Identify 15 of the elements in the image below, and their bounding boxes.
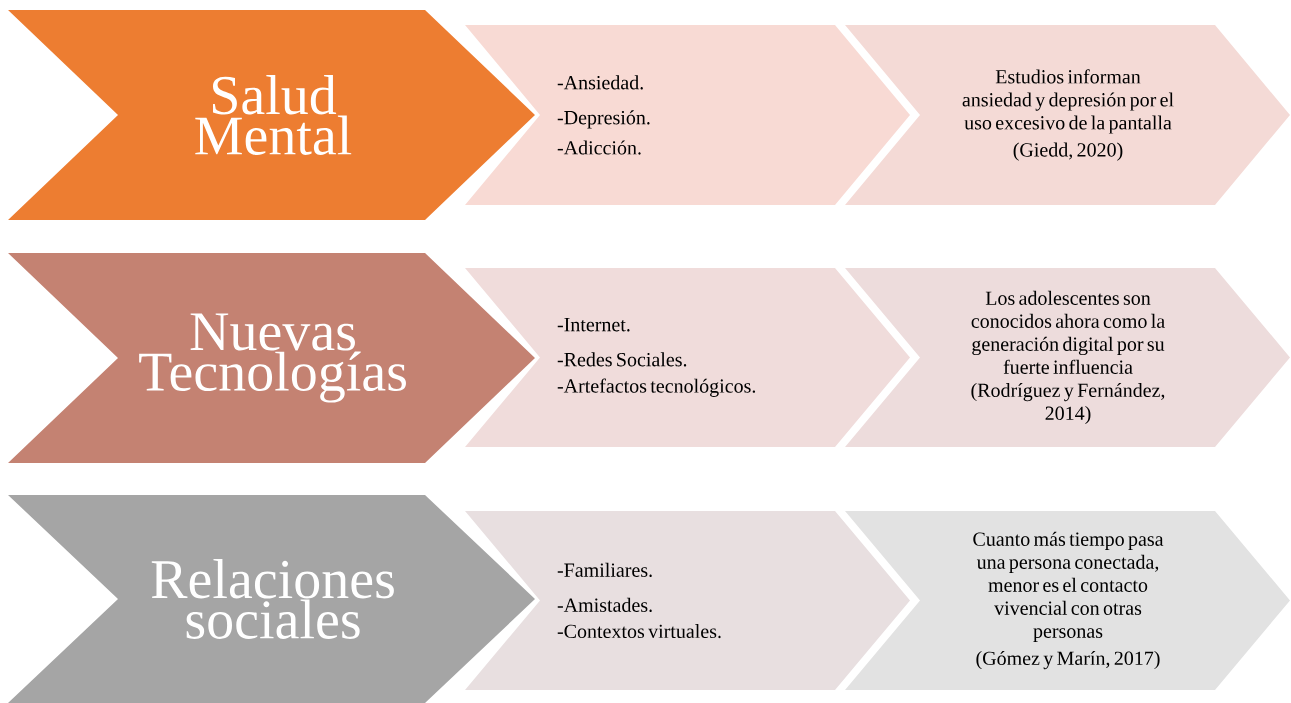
chevron-list: -Internet. -Redes Sociales. -Artefactos tecnológicos. — [465, 268, 910, 447]
chevron-list: -Familiares. -Amistades. -Contextos virtuales. — [465, 511, 910, 690]
node-label: -Redes Sociales. — [557, 352, 687, 367]
chevron-title: Salud Mental — [8, 10, 535, 220]
chevron-note: Cuanto más tiempo pasa una persona conectada, menor es el contacto vivencial con otras personas (Gómez y Marín, 2017) — [845, 511, 1290, 690]
chevron-note: Estudios informan ansiedad y depresión por el uso excesivo de la pantalla (Giedd, 2020) — [845, 25, 1290, 205]
node-label: -Depresión. — [557, 110, 650, 129]
chevron-title: Nuevas Tecnologías — [8, 253, 535, 463]
chevron-title: Relaciones sociales — [8, 495, 535, 703]
chevron-list: -Ansiedad. -Depresión. -Adicción. — [465, 25, 910, 205]
node-label: -Internet. — [557, 318, 630, 332]
node-label: -Adicción. — [557, 140, 641, 155]
node-label: -Artefactos tecnológicos. — [557, 378, 756, 397]
chevron-note: Los adolescentes son conocidos ahora como la generación digital por su fuerte influencia (Rodríguez y Fernández, 2014) — [845, 268, 1290, 447]
node-label: -Ansiedad. — [557, 75, 643, 90]
